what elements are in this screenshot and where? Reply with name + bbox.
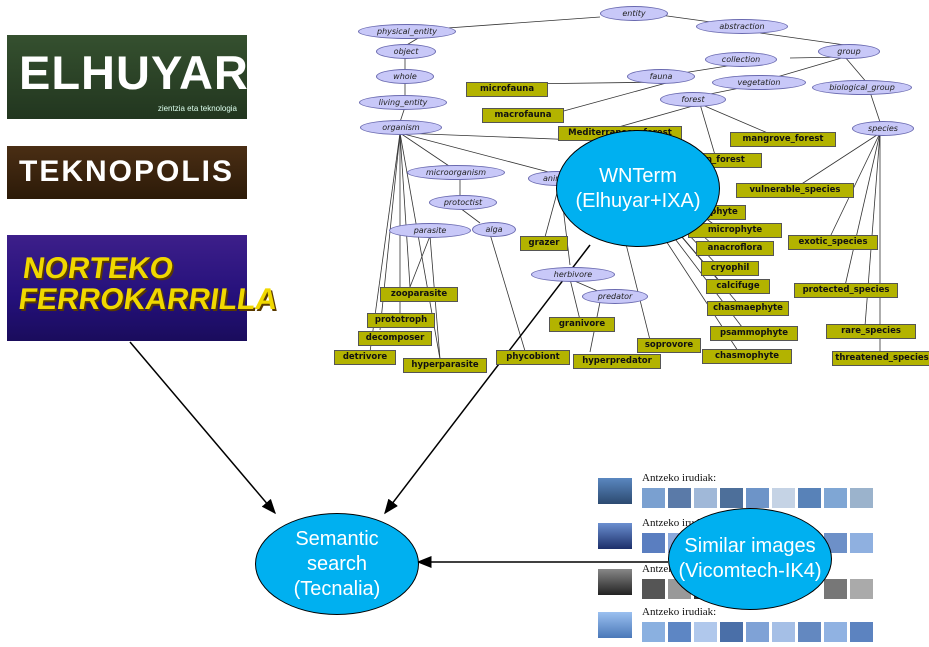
box-protected-species: protected_species [794,283,898,298]
thumbnail-image [720,488,743,508]
box-soprovore: soprovore [637,338,701,353]
node-microorganism: microorganism [407,165,505,180]
node-protoctist: protoctist [429,195,497,210]
thumbnail-image [824,579,847,599]
thumbnail-image [598,478,632,504]
thumbnail-image [694,622,717,642]
box-cryophil: cryophil [701,261,759,276]
thumbnail-image [668,622,691,642]
thumbnail-image [746,488,769,508]
box-threatened-species: threatened_species [832,351,929,366]
node-object: object [376,44,436,59]
node-parasite: parasite [389,223,471,238]
wnterm-bubble: WNTerm (Elhuyar+IXA) [556,130,720,247]
node-vegetation: vegetation [712,75,806,90]
thumbnail-image [668,488,691,508]
box-mangrove-forest: mangrove_forest [730,132,836,147]
thumbnail-image [642,488,665,508]
wnterm-bubble-label: WNTerm (Elhuyar+IXA) [575,164,701,212]
node-alga: alga [472,222,516,237]
thumbnail-image [850,579,873,599]
thumbnail-image [798,622,821,642]
box-psammophyte: psammophyte [710,326,798,341]
thumbnail-image [746,622,769,642]
thumbnail-image [798,488,821,508]
box-phycobiont: phycobiont [496,350,570,365]
thumbnail-image [598,612,632,638]
thumbnail-image [598,569,632,595]
node-herbivore: herbivore [531,267,615,282]
thumbnail-image [598,523,632,549]
thumbnail-image [642,533,665,553]
box-hyperpredator: hyperpredator [573,354,661,369]
thumbnail-image [824,488,847,508]
node-organism: organism [360,120,442,135]
flow-arrows [129,244,668,568]
box-zooparasite: zooparasite [380,287,458,302]
teknopolis-logo: TEKNOPOLIS [7,146,247,199]
box-rare-species: rare_species [826,324,916,339]
box-vulnerable-species: vulnerable_species [736,183,854,198]
semantic-search-bubble-label: Semantic search (Tecnalia) [293,527,381,600]
box-granivore: granivore [549,317,615,332]
node-fauna: fauna [627,69,695,84]
box-macrofauna: macrofauna [482,108,564,123]
thumbnail-image [694,488,717,508]
box-anacroflora: anacroflora [696,241,774,256]
node-predator: predator [582,289,648,304]
thumbnail-image [824,622,847,642]
node-entity: entity [600,6,668,21]
box-hyperparasite: hyperparasite [403,358,487,373]
elhuyar-logo-text: ELHUYAR [19,46,249,99]
image-strip-4: Antzeko irudiak: [598,606,888,646]
image-strip-label: Antzeko irudiak: [642,606,717,618]
box-exotic-species: exotic_species [788,235,878,250]
node-physical-entity: physical_entity [358,24,456,39]
box-grazer: grazer [520,236,568,251]
thumbnail-image [772,488,795,508]
node-collection: collection [705,52,777,67]
box-detrivore: detrivore [334,350,396,365]
thumbnail-image [850,488,873,508]
thumbnail-image [772,622,795,642]
thumbnail-image [720,622,743,642]
elhuyar-logo-subtitle: zientzia eta teknologia [157,104,237,113]
thumbnail-image [642,622,665,642]
teknopolis-logo-text: TEKNOPOLIS [19,155,235,188]
node-abstraction: abstraction [696,19,788,34]
image-strip-1: Antzeko irudiak: [598,472,888,512]
node-species: species [852,121,914,136]
box-microphyte: microphyte [688,223,782,238]
similar-images-bubble-label: Similar images (Vicomtech-IK4) [678,535,822,582]
box-chasmophyte: chasmophyte [702,349,792,364]
node-group: group [818,44,880,59]
thumbnail-image [850,622,873,642]
box-chasmaephyte: chasmaephyte [707,301,789,316]
elhuyar-logo: ELHUYAR zientzia eta teknologia [7,35,249,119]
similar-images-bubble: Similar images (Vicomtech-IK4) [668,508,832,610]
thumbnail-image [850,533,873,553]
box-calcifuge: calcifuge [706,279,770,294]
node-forest: forest [660,92,726,107]
box-decomposer: decomposer [358,331,432,346]
thumbnail-image [642,579,665,599]
box-prototroph: prototroph [367,313,435,328]
image-strip-label: Antzeko irudiak: [642,472,717,484]
node-living-entity: living_entity [359,95,447,110]
box-microfauna: microfauna [466,82,548,97]
node-whole: whole [376,69,434,84]
node-biological-group: biological_group [812,80,912,95]
semantic-search-bubble: Semantic search (Tecnalia) [255,513,419,615]
